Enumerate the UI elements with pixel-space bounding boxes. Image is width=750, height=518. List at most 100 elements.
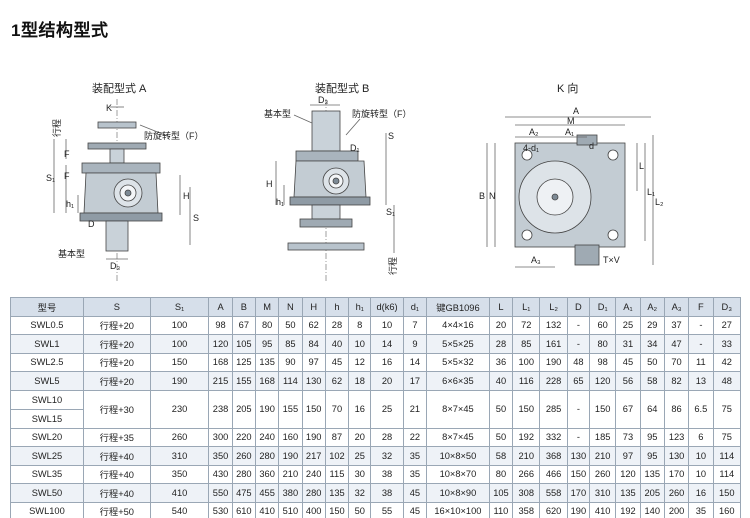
table-cell: 37: [663, 315, 690, 335]
table-cell: 100: [149, 315, 210, 335]
table-cell: 16: [688, 483, 714, 503]
table-cell: 350: [208, 446, 233, 466]
table-cell: 105: [488, 483, 514, 503]
table-cell: 10×8×50: [426, 446, 490, 466]
table-cell: 540: [149, 501, 210, 518]
label-f: F: [64, 171, 70, 181]
table-cell: 6×6×35: [426, 371, 490, 391]
table-cell: 168: [208, 352, 233, 372]
table-cell: 12: [348, 352, 372, 372]
table-cell: 160: [712, 501, 742, 518]
label-a2: A₂: [529, 127, 539, 137]
column-header: d(k6): [370, 297, 404, 317]
table-cell: 行程+40: [82, 483, 151, 503]
table-cell: 200: [663, 501, 690, 518]
table-cell: 84: [301, 334, 326, 354]
table-cell: 130: [663, 446, 690, 466]
table-cell: 150: [149, 352, 210, 372]
table-cell: 160: [278, 427, 303, 447]
label-l: L: [639, 161, 644, 171]
table-cell: 150: [566, 464, 591, 484]
table-cell: SWL35: [10, 464, 84, 484]
table-cell: 558: [539, 483, 568, 503]
table-cell: 16: [348, 389, 372, 429]
table-cell: 17: [402, 371, 428, 391]
caption-assembly-a: 装配型式 A: [92, 83, 147, 95]
table-cell: 280: [254, 446, 280, 466]
column-header: B: [231, 297, 256, 317]
table-cell: 100: [512, 352, 541, 372]
table-cell: 100: [149, 334, 210, 354]
table-cell: 14: [370, 334, 404, 354]
label-base: 基本型: [58, 248, 85, 259]
table-cell: 50: [348, 501, 372, 518]
table-cell: 550: [208, 483, 233, 503]
table-cell: 58: [488, 446, 514, 466]
table-cell: 11: [688, 352, 714, 372]
table-cell: 620: [539, 501, 568, 518]
table-cell: 32: [348, 483, 372, 503]
table-cell: 38: [370, 483, 404, 503]
table-cell: 168: [254, 371, 280, 391]
column-header: M: [254, 297, 280, 317]
table-cell: 310: [149, 446, 210, 466]
table-cell: 32: [370, 446, 404, 466]
table-cell: 123: [663, 427, 690, 447]
table-cell: 185: [589, 427, 617, 447]
label-s: S: [388, 131, 394, 141]
table-cell: SWL0.5: [10, 315, 84, 335]
table-cell: 238: [208, 389, 233, 429]
table-cell: 75: [712, 389, 742, 429]
table-cell: 10: [688, 464, 714, 484]
table-cell: -: [566, 334, 591, 354]
table-cell: 260: [663, 483, 690, 503]
table-cell: 114: [278, 371, 303, 391]
label-n: N: [489, 191, 496, 201]
table-cell: 140: [639, 501, 665, 518]
table-cell: 4×4×16: [426, 315, 490, 335]
table-cell: 280: [231, 464, 256, 484]
table-cell: 67: [231, 315, 256, 335]
table-cell: 192: [512, 427, 541, 447]
table-cell: 80: [254, 315, 280, 335]
column-header: 键GB1096: [426, 297, 490, 317]
table-cell: 60: [589, 315, 617, 335]
table-cell: 8×7×45: [426, 427, 490, 447]
table-cell: 行程+40: [82, 446, 151, 466]
table-cell: 10: [688, 446, 714, 466]
column-header: h₁: [348, 297, 372, 317]
table-cell: 25: [370, 389, 404, 429]
table-cell: 466: [539, 464, 568, 484]
table-cell: 45: [324, 352, 350, 372]
drawings-area: 装配型式 A 装配型式 B K 向 K 行程 防旋转型: [0, 70, 750, 285]
table-cell: 192: [615, 501, 641, 518]
table-cell: 47: [663, 334, 690, 354]
table-cell: 150: [324, 501, 350, 518]
table-cell: 155: [231, 371, 256, 391]
table-cell: 9: [402, 334, 428, 354]
table-cell: 120: [589, 371, 617, 391]
table-cell: 228: [539, 371, 568, 391]
table-cell: 5×5×32: [426, 352, 490, 372]
table-cell: 135: [615, 483, 641, 503]
table-cell: 455: [254, 483, 280, 503]
table-cell: 6.5: [688, 389, 714, 429]
table-cell: 75: [712, 427, 742, 447]
table-cell: 50: [488, 427, 514, 447]
table-cell: 190: [539, 352, 568, 372]
table-cell: 55: [370, 501, 404, 518]
table-cell: 260: [231, 446, 256, 466]
table-cell: 190: [566, 501, 591, 518]
table-cell: 150: [589, 389, 617, 429]
table-cell: 10: [348, 334, 372, 354]
table-cell: 20: [370, 371, 404, 391]
table-cell: 114: [712, 446, 742, 466]
table-cell: 行程+20: [82, 371, 151, 391]
table-cell: 95: [639, 427, 665, 447]
column-header: L: [488, 297, 514, 317]
table-cell: 30: [348, 464, 372, 484]
